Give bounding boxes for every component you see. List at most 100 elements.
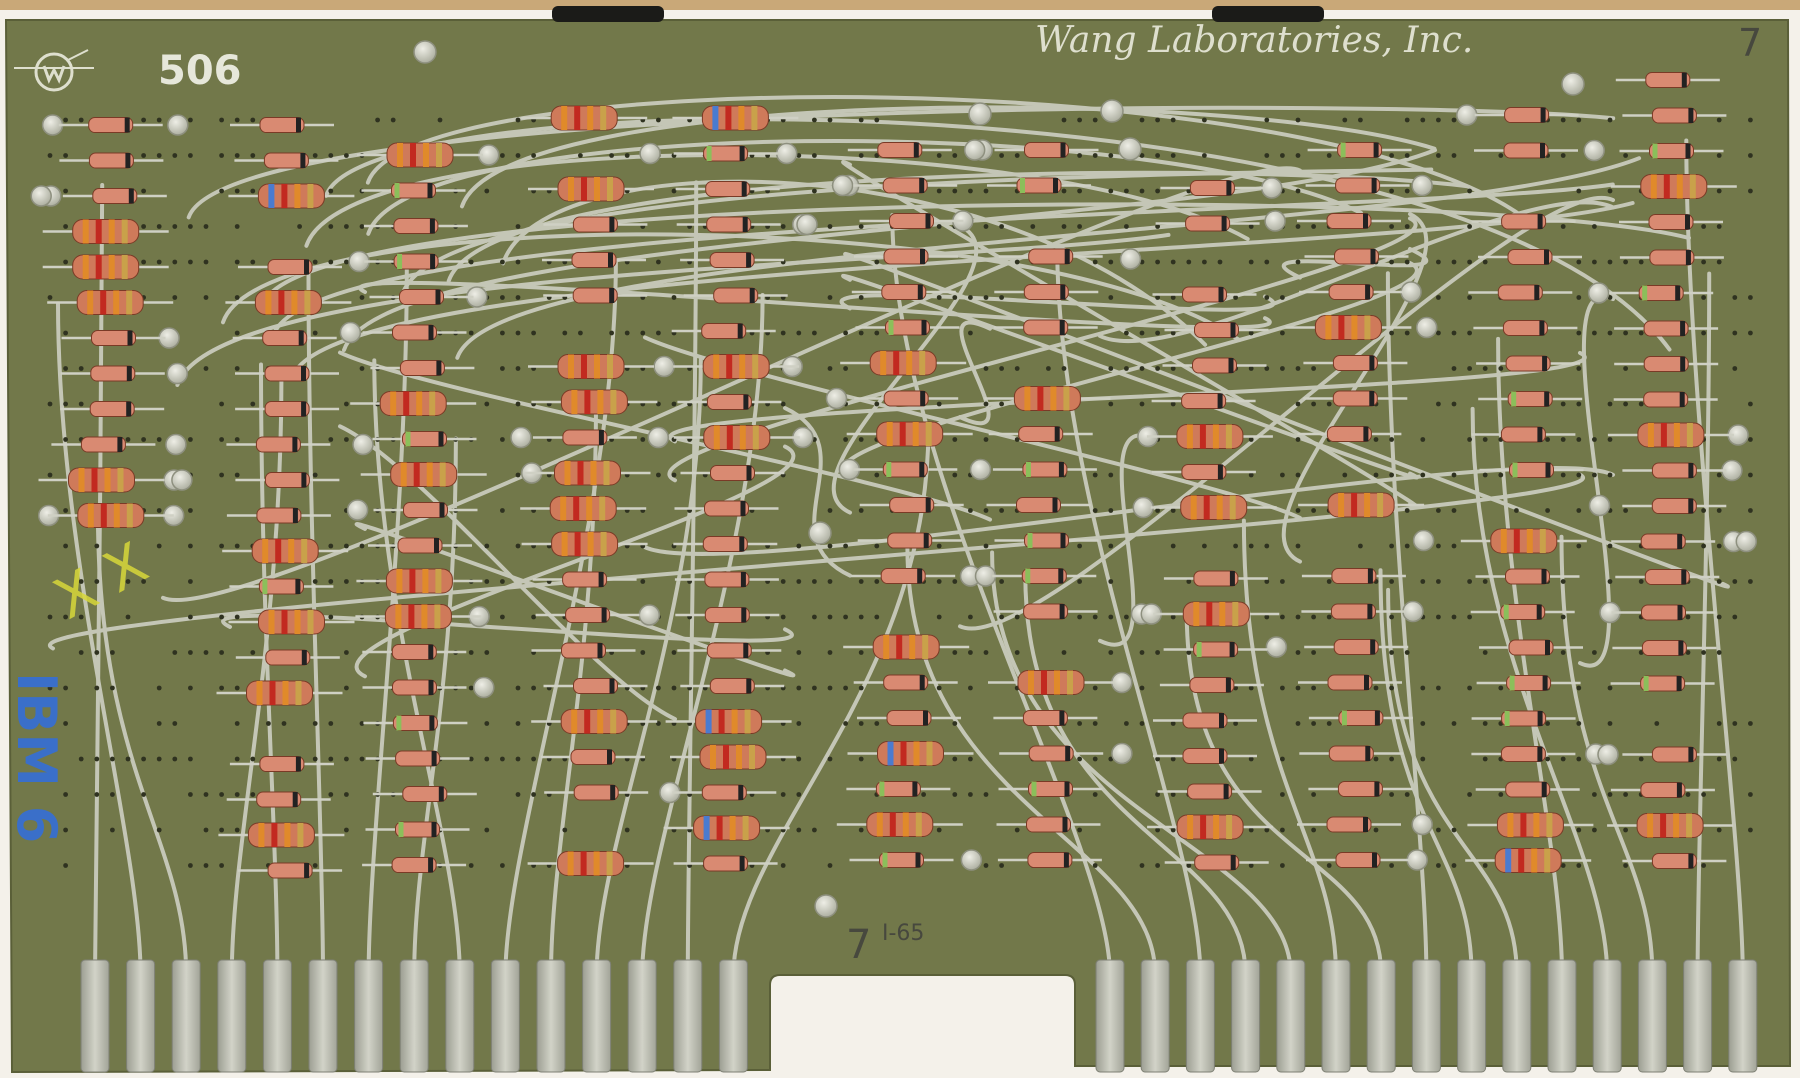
drill-hole (1623, 792, 1628, 797)
drill-hole (328, 579, 334, 584)
color-band (1027, 533, 1033, 548)
color-band (607, 177, 613, 201)
component-body (882, 177, 928, 194)
component-body (1024, 532, 1069, 549)
drill-hole (1373, 472, 1379, 478)
component-body (1018, 426, 1064, 442)
drill-hole (858, 614, 864, 620)
diode (368, 537, 472, 554)
drill-hole (968, 685, 973, 691)
drill-hole (827, 863, 833, 868)
drill-hole (1436, 153, 1441, 158)
color-band (597, 709, 604, 734)
drill-hole (1248, 259, 1254, 265)
cathode-band (1534, 285, 1540, 300)
drill-hole (1716, 224, 1722, 229)
drill-hole (250, 188, 256, 194)
drill-hole (63, 792, 68, 797)
solder-pad (638, 604, 661, 626)
drill-hole (1701, 543, 1706, 549)
drill-hole (266, 721, 271, 726)
component-body (1024, 142, 1069, 158)
drill-hole (1295, 224, 1301, 229)
drill-hole (1202, 153, 1207, 158)
component-body (1314, 315, 1382, 340)
component-body (869, 350, 937, 376)
color-band (606, 851, 613, 876)
color-band (275, 539, 282, 563)
cathode-band (1676, 676, 1682, 691)
color-band (610, 390, 617, 414)
diode (1610, 782, 1715, 798)
diode (62, 188, 167, 204)
cathode-band (1059, 710, 1065, 726)
component-body (1335, 852, 1381, 868)
cathode-band (301, 366, 306, 381)
routing-trace (1098, 433, 1157, 647)
component-body (1028, 248, 1074, 265)
component-body (1022, 710, 1068, 726)
drill-hole (983, 863, 989, 868)
drill-hole (1436, 579, 1441, 584)
diode (370, 360, 475, 376)
drill-hole (63, 863, 68, 868)
component-body (876, 421, 944, 447)
diode (229, 756, 334, 772)
cathode-band (439, 502, 445, 518)
component-body (1021, 568, 1067, 584)
drill-hole (1576, 330, 1582, 336)
drill-hole (874, 579, 880, 584)
resistor (356, 568, 483, 594)
color-band (104, 468, 111, 492)
drill-hole (500, 330, 505, 336)
component-body (883, 248, 929, 265)
color-band (100, 503, 107, 528)
color-band (1203, 495, 1210, 520)
routing-trace (338, 424, 677, 721)
drill-hole (1155, 224, 1160, 229)
drill-hole (63, 259, 68, 265)
resistor (1147, 814, 1274, 840)
color-band (1216, 495, 1223, 520)
component-body (1337, 142, 1383, 158)
resistor (1467, 812, 1594, 838)
drill-hole (1077, 153, 1082, 158)
cathode-band (917, 284, 923, 300)
drill-hole (827, 579, 833, 584)
drill-hole (1576, 508, 1582, 513)
resistor (840, 350, 967, 376)
cathode-band (1544, 249, 1549, 265)
routing-trace (47, 472, 1586, 651)
cathode-band (746, 465, 752, 481)
drill-hole (219, 685, 225, 691)
cathode-band (915, 852, 921, 868)
drill-hole (1451, 117, 1457, 123)
component-body (695, 709, 763, 734)
cathode-band (923, 533, 929, 548)
trace-to-finger (306, 266, 325, 977)
diode (1610, 675, 1715, 692)
component-body (1326, 816, 1372, 833)
resistor (1465, 848, 1592, 873)
component-body (1643, 320, 1689, 337)
drill-hole (1092, 792, 1098, 797)
drill-hole (827, 117, 833, 123)
drill-hole (63, 117, 68, 123)
connector-finger (308, 959, 338, 1073)
cathode-band (1225, 677, 1231, 693)
drill-hole (1108, 366, 1114, 371)
drill-hole (1748, 117, 1753, 123)
diode (232, 330, 337, 346)
cathode-band (1540, 143, 1545, 158)
drill-hole (1295, 543, 1301, 549)
drill-hole (1358, 543, 1363, 549)
drill-hole (78, 650, 84, 655)
drill-hole (1061, 224, 1067, 229)
drill-hole (780, 614, 786, 620)
drill-hole (1623, 330, 1628, 336)
color-band (912, 422, 919, 446)
drill-hole (1716, 259, 1722, 265)
drill-hole (328, 721, 334, 726)
color-band (397, 254, 403, 269)
